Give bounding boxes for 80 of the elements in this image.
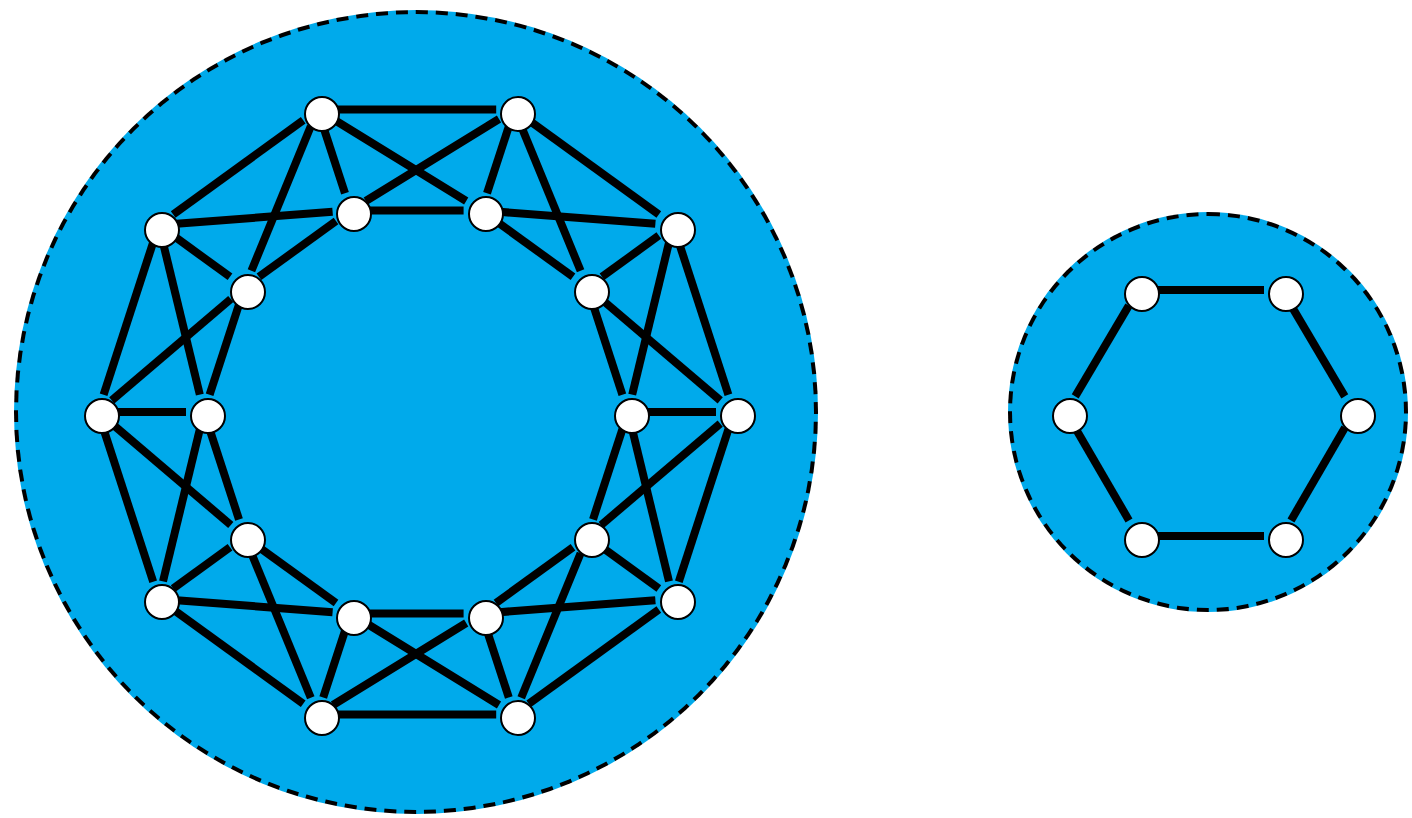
graph-edge (330, 619, 469, 709)
graph-edge (170, 116, 306, 218)
graph-edge (1287, 425, 1349, 523)
graph-edge (589, 303, 627, 397)
graph-vertex (659, 211, 696, 248)
graph-edge (598, 420, 723, 529)
graph-edge (109, 420, 234, 529)
graph-vertex (336, 599, 373, 636)
graph-edge (335, 105, 497, 114)
graph-vertex (1124, 522, 1160, 558)
graph-vertex (1268, 276, 1304, 312)
graph-edge (1156, 532, 1264, 540)
graph-vertex (500, 95, 537, 132)
graph-edge (363, 115, 502, 205)
graph-edge (483, 629, 513, 699)
graph-edge (1071, 303, 1133, 399)
graph-edge (517, 124, 585, 273)
graph-vertex (500, 700, 537, 737)
graph-edge (205, 427, 243, 521)
graph-edge (646, 408, 716, 416)
graph-vertex (230, 522, 267, 559)
graph-vertex (659, 584, 696, 621)
graph-vertex (1340, 398, 1376, 434)
graph-vertex (573, 522, 610, 559)
graph-edge (526, 606, 662, 708)
graph-edge (176, 596, 333, 617)
graph-edge (628, 241, 673, 396)
graph-vertex (467, 599, 504, 636)
graph-vertex (336, 196, 373, 233)
graph-edge (499, 596, 656, 617)
graph-edge (170, 232, 233, 281)
graph-edge (363, 619, 502, 709)
graph-edge (247, 124, 315, 273)
graph-edge (319, 125, 349, 195)
graph-vertex (573, 273, 610, 310)
graph-edge (483, 125, 513, 195)
graph-edge (1071, 425, 1133, 523)
graph-edge (176, 207, 333, 228)
graph-vertex (614, 398, 650, 434)
graph-edge (675, 427, 733, 584)
graph-edge (493, 217, 576, 281)
graph-edge (319, 629, 349, 699)
graph-edge (599, 232, 662, 281)
graph-edge (526, 116, 662, 218)
graph-vertex (1124, 276, 1160, 312)
graph-edge (99, 240, 157, 397)
graph-edge (368, 609, 464, 618)
graph-edge (598, 295, 723, 404)
graph-vertex (230, 273, 267, 310)
graph-edge (368, 206, 464, 215)
graph-vertex (190, 398, 226, 434)
graph-edge (589, 427, 627, 521)
graph-vertex (303, 700, 340, 737)
graph-vertex (467, 196, 504, 233)
graph-edge (1287, 303, 1349, 399)
graph-edge (205, 303, 243, 397)
graph-edge (170, 543, 233, 592)
graph-edge (256, 543, 339, 607)
graph-edge (517, 551, 585, 700)
graph-edge (330, 115, 469, 205)
graph-vertex (1052, 398, 1088, 434)
graph-vertex (1268, 522, 1304, 558)
graph-edge (599, 543, 662, 592)
graph-vertex (720, 398, 756, 434)
graph-edge (499, 207, 656, 228)
graph-edge (256, 217, 339, 281)
graph-edge (628, 428, 673, 583)
graph-edge (159, 428, 204, 583)
graph-vertex (303, 95, 340, 132)
graph-edge (1156, 286, 1264, 294)
graph-edge (170, 606, 306, 708)
graph-vertex (144, 584, 181, 621)
graph-edge (247, 551, 315, 700)
graph-edge (116, 408, 186, 416)
graph-vertex (84, 398, 120, 434)
graph-edge (493, 543, 576, 607)
graph-edge (109, 295, 234, 404)
graph-edge (99, 427, 157, 584)
graph-edge (335, 710, 497, 719)
graph-vertex (144, 211, 181, 248)
